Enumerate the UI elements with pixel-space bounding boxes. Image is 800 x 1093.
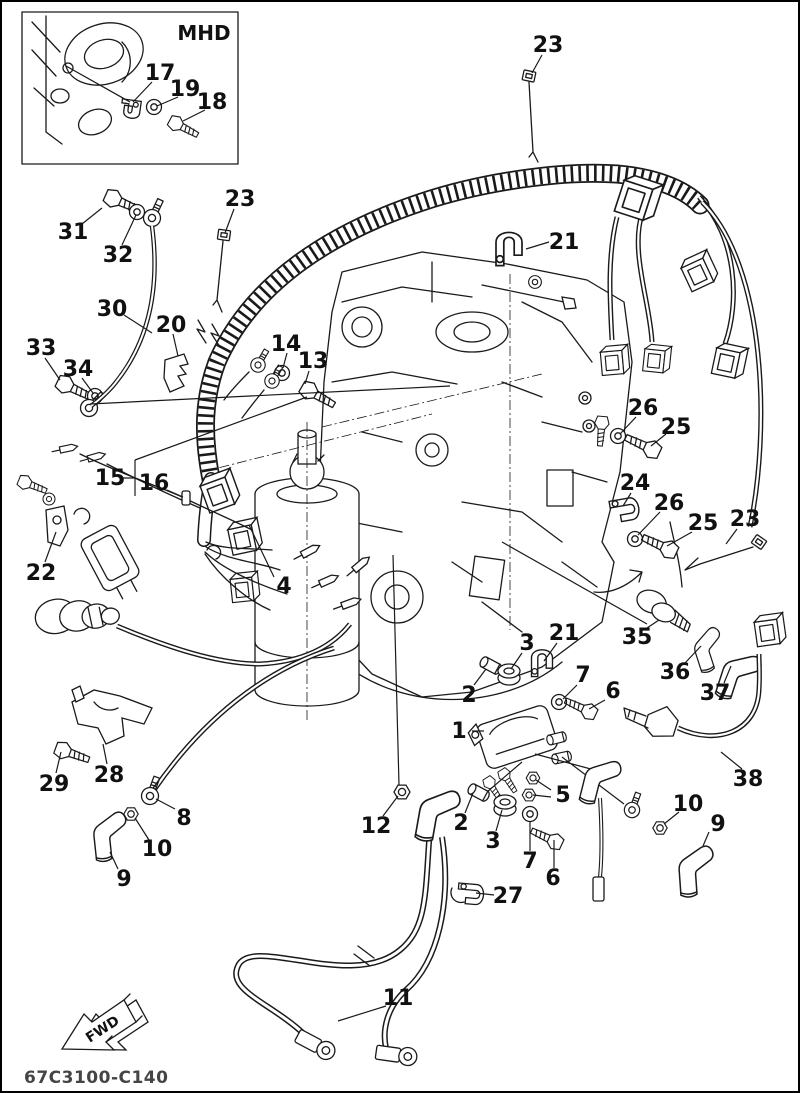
round-plug-connector: [34, 598, 120, 635]
callout-3-upper: 3: [519, 631, 534, 656]
callout-5: 5: [555, 783, 570, 808]
engine-block-sketch: [319, 251, 633, 701]
callout-17: 17: [145, 61, 176, 86]
callout-38: 38: [733, 767, 764, 792]
callout-15: 15: [95, 466, 126, 491]
right-cable-bundle: [599, 172, 764, 528]
callout-30: 30: [97, 297, 128, 322]
callout-23-left: 23: [225, 187, 256, 212]
thermo-sensor-38: [623, 705, 679, 737]
callout-4: 4: [276, 574, 291, 599]
ring-terminal: [140, 195, 169, 230]
inset-variant-label: MHD: [177, 21, 230, 45]
bracket-22: [45, 505, 69, 547]
callout-35: 35: [622, 625, 653, 650]
ring-terminal-right: [621, 789, 646, 821]
callout-11: 11: [383, 986, 414, 1011]
inset-box: [21, 11, 239, 165]
callout-33: 33: [26, 336, 57, 361]
clamp-24: [608, 495, 642, 524]
callout-34: 34: [63, 357, 94, 382]
bolt-13: [296, 378, 340, 414]
starter-relay-assembly: [392, 231, 625, 853]
callout-31: 31: [58, 220, 89, 245]
cable-ties: [212, 69, 768, 593]
callout-36: 36: [660, 660, 691, 685]
callout-22: 22: [26, 561, 57, 586]
diagram-part-code: 67C3100-C140: [24, 1068, 168, 1088]
callout-16: 16: [139, 471, 170, 496]
rectifier-unit: [80, 524, 140, 600]
callout-6-lower: 6: [545, 866, 560, 891]
clamp-21-top: [495, 231, 523, 267]
callout-10-left: 10: [142, 837, 173, 862]
callout-24: 24: [620, 471, 651, 496]
bracket-28: [71, 685, 153, 745]
callout-23-right: 23: [730, 507, 761, 532]
sensor-connector: [752, 611, 788, 648]
washer-32: [128, 203, 146, 221]
callout-9-left: 9: [116, 867, 131, 892]
nut-12: [393, 784, 411, 800]
grommet-3-lower: [493, 794, 517, 817]
callout-25-upper: 25: [661, 415, 692, 440]
callout-29: 29: [39, 772, 70, 797]
callout-18: 18: [197, 90, 228, 115]
boot-9-right: [676, 844, 717, 899]
left-harness-branch: [15, 319, 373, 667]
callout-9-right: 9: [710, 812, 725, 837]
washer-26-lower: [626, 530, 644, 548]
callout-7-lower: 7: [522, 849, 537, 874]
callout-23-top: 23: [533, 33, 564, 58]
callout-6-upper: 6: [605, 679, 620, 704]
battery-lug: [294, 1029, 336, 1061]
callout-1: 1: [451, 719, 466, 744]
callout-7-upper: 7: [575, 663, 590, 688]
inset-washer-19: [145, 98, 163, 116]
callout-8: 8: [176, 806, 191, 831]
bolt-25-upper: [621, 428, 664, 462]
callout-19: 19: [170, 77, 201, 102]
part-20-clip: [163, 319, 221, 393]
callout-2-upper: 2: [461, 683, 476, 708]
callout-20: 20: [156, 313, 187, 338]
grommet-3-upper: [497, 663, 521, 686]
fasteners: [53, 186, 681, 562]
inset-bolt-18: [165, 112, 202, 143]
pin-16: [181, 490, 191, 506]
callout-labels: 17 19 18 23 31 32 23 30 20 33 34 14 13 2…: [26, 21, 764, 1011]
leader-lines: [44, 54, 743, 1022]
sensor-group-right: [623, 521, 788, 739]
callout-37: 37: [700, 681, 731, 706]
callout-25-lower: 25: [688, 511, 719, 536]
callout-3-lower: 3: [485, 829, 500, 854]
callout-26-upper: 26: [628, 396, 659, 421]
inset-clamp-17: [121, 98, 143, 119]
callout-10-right: 10: [673, 792, 704, 817]
battery-lug: [374, 1044, 418, 1067]
callout-26-lower: 26: [654, 491, 685, 516]
callout-13: 13: [298, 349, 329, 374]
callout-32: 32: [103, 243, 134, 268]
cables: [52, 225, 717, 1067]
fwd-arrow: FWD: [60, 993, 149, 1051]
oil-pressure-switch-35: [636, 589, 691, 633]
callout-12: 12: [361, 814, 392, 839]
callout-14: 14: [271, 332, 302, 357]
callout-28: 28: [94, 763, 125, 788]
starter-motor: [254, 422, 360, 722]
inset-flywheel-sketch: [31, 15, 144, 145]
callout-21-lower: 21: [549, 621, 580, 646]
callout-27: 27: [493, 884, 524, 909]
callout-2-lower: 2: [453, 811, 468, 836]
callout-21-top: 21: [549, 230, 580, 255]
bolt-25-lower: [638, 528, 681, 562]
